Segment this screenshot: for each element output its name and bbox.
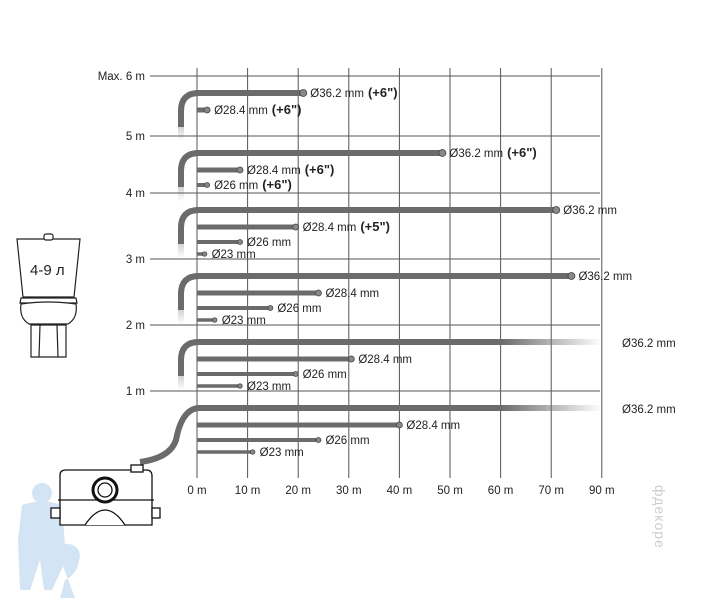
pipe-label: Ø23 mm	[212, 249, 256, 261]
pipe-bend	[178, 207, 200, 244]
pipe-end	[236, 166, 244, 174]
cistern-illustration	[16, 233, 81, 358]
pipe-end	[438, 149, 447, 157]
height-label: 5 m	[126, 131, 145, 143]
pipe-label: Ø36.2 mm	[578, 271, 632, 283]
pipe-extra-length-label: (+6")	[272, 102, 302, 117]
pipe-end	[292, 223, 300, 231]
pipe	[198, 339, 602, 345]
height-label: 2 m	[126, 320, 145, 332]
pipe-end	[567, 272, 576, 280]
pipe-label: Ø23 mm	[260, 447, 304, 459]
pipe-extra-length-label: (+6")	[305, 162, 335, 177]
pipe-end	[237, 239, 243, 245]
pipe-label: Ø36.2 mm	[622, 404, 676, 416]
pipe-label: Ø26 mm	[214, 180, 258, 192]
pipe-extra-length-label: (+5")	[360, 219, 390, 234]
pipes: Ø36.2 mm(+6")Ø28.4 mm(+6")Ø36.2 mm(+6")Ø…	[139, 85, 676, 465]
pipe-label: Ø28.4 mm	[247, 165, 301, 177]
pipe-end	[201, 251, 208, 257]
pipe-label: Ø36.2 mm	[449, 148, 503, 160]
pipe-label: Ø23 mm	[222, 315, 266, 327]
height-label: 3 m	[126, 254, 145, 266]
pipe-label: Ø36.2 mm	[563, 205, 617, 217]
pipe	[198, 405, 602, 411]
pipe-label: Ø28.4 mm	[358, 354, 412, 366]
x-tick-label: 60 m	[488, 485, 514, 497]
pipe-label: Ø36.2 mm	[622, 338, 676, 350]
x-tick-label: 20 m	[285, 485, 311, 497]
pipe-end	[552, 206, 561, 214]
pipe-label: Ø26 mm	[325, 435, 369, 447]
pipe-end	[267, 305, 274, 311]
x-tick-label: 0 m	[187, 485, 206, 497]
x-tick-label: 70 m	[538, 485, 564, 497]
height-label: 1 m	[126, 386, 145, 398]
x-tick-label: 40 m	[387, 485, 413, 497]
pipe-end	[203, 106, 211, 114]
pipe-extra-length-label: (+6")	[368, 85, 398, 100]
pipe-end	[250, 449, 256, 455]
pipe-label: Ø23 mm	[247, 381, 291, 393]
pipe-label: Ø36.2 mm	[310, 88, 364, 100]
tank-volume-label: 4-9 л	[30, 262, 65, 279]
watermark: фдекоре	[652, 485, 668, 549]
pipe-label: Ø28.4 mm	[303, 222, 357, 234]
pipe-label: Ø26 mm	[277, 303, 321, 315]
pipe-end	[315, 437, 322, 443]
pipe-end	[237, 383, 243, 389]
pipe-label: Ø28.4 mm	[406, 420, 460, 432]
pipe-end	[212, 317, 218, 323]
x-tick-label: 50 m	[437, 485, 463, 497]
pipe-end	[204, 182, 211, 188]
macerator-pump-illustration	[50, 464, 161, 526]
pipe-end	[395, 421, 403, 429]
pipe-bend	[139, 405, 201, 465]
pipe-end	[315, 289, 322, 297]
pipe-bend	[178, 150, 200, 187]
pipe-bend	[178, 339, 200, 376]
plumber-mascot-illustration	[18, 483, 80, 598]
pipe-label: Ø28.4 mm	[214, 105, 268, 117]
height-label: 4 m	[126, 188, 145, 200]
pipe-extra-length-label: (+6")	[507, 145, 537, 160]
pipe-label: Ø26 mm	[303, 369, 347, 381]
x-tick-label: 30 m	[336, 485, 362, 497]
pipe-end	[292, 371, 299, 377]
x-tick-label: 10 m	[235, 485, 261, 497]
x-tick-label: 90 m	[589, 485, 615, 497]
height-label: Max. 6 m	[98, 71, 145, 83]
pipe-end	[347, 355, 355, 363]
pipe-extra-length-label: (+6")	[262, 177, 292, 192]
pipe-end	[299, 89, 308, 97]
pipe-bend	[178, 273, 200, 310]
pipe-label: Ø28.4 mm	[325, 288, 379, 300]
pipe-label: Ø26 mm	[247, 237, 291, 249]
pipe-bend	[178, 90, 200, 127]
